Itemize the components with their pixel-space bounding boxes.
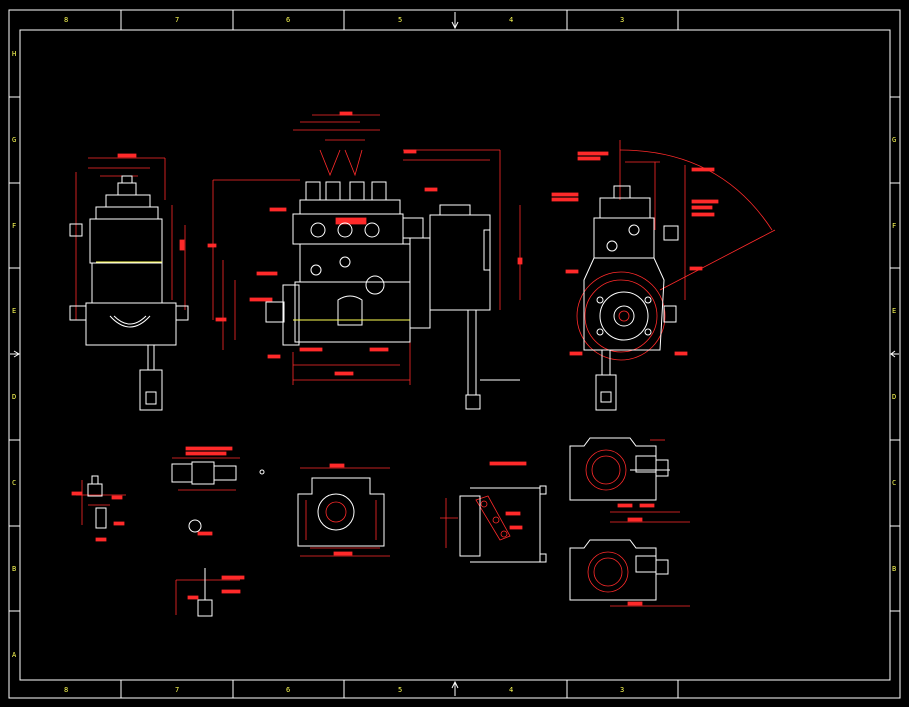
zone-bottom-3: 3	[620, 686, 624, 694]
zone-left-D: D	[12, 393, 16, 401]
connector-detail-icon	[171, 446, 265, 536]
top-center-arrow-icon	[451, 12, 459, 30]
zone-right-E: E	[892, 307, 896, 315]
zone-top-5: 5	[398, 16, 402, 24]
zone-left-B: B	[12, 565, 16, 573]
zone-right-B: B	[892, 565, 896, 573]
cam-section-lower-icon	[569, 539, 690, 607]
zone-left-F: F	[12, 222, 16, 230]
bracket-detail-icon	[440, 461, 547, 563]
cam-section-upper-icon	[569, 437, 690, 523]
zone-right-C: C	[892, 479, 896, 487]
right-zone-ruler	[890, 96, 900, 612]
small-fitting-detail-icon	[71, 475, 126, 542]
left-center-arrow-icon	[10, 350, 20, 358]
zone-top-6: 6	[286, 16, 290, 24]
injection-pump-side-view-icon	[69, 153, 189, 411]
zone-left-H: H	[12, 50, 16, 58]
zone-bottom-4: 4	[509, 686, 513, 694]
plunger-detail-icon	[175, 568, 245, 617]
zone-bottom-5: 5	[398, 686, 402, 694]
zone-left-C: C	[12, 479, 16, 487]
outer-frame	[8, 9, 901, 699]
injection-pump-front-view-icon	[207, 111, 523, 410]
zone-right-F: F	[892, 222, 896, 230]
zone-top-8: 8	[64, 16, 68, 24]
bottom-zone-ruler	[120, 680, 679, 698]
housing-section-icon	[297, 463, 390, 557]
injection-pump-end-view-icon	[551, 140, 776, 411]
right-center-arrow-icon	[890, 350, 899, 358]
zone-top-4: 4	[509, 16, 513, 24]
top-zone-ruler	[120, 10, 679, 30]
bottom-center-arrow-icon	[451, 680, 459, 696]
zone-bottom-6: 6	[286, 686, 290, 694]
zone-right-G: G	[892, 136, 896, 144]
left-zone-ruler	[9, 96, 20, 612]
zone-left-G: G	[12, 136, 16, 144]
zone-right-D: D	[892, 393, 896, 401]
zone-left-E: E	[12, 307, 16, 315]
zone-left-A: A	[12, 651, 17, 659]
zone-top-3: 3	[620, 16, 624, 24]
zone-bottom-7: 7	[175, 686, 179, 694]
zone-top-7: 7	[175, 16, 179, 24]
zone-bottom-8: 8	[64, 686, 68, 694]
inner-frame	[19, 29, 891, 681]
